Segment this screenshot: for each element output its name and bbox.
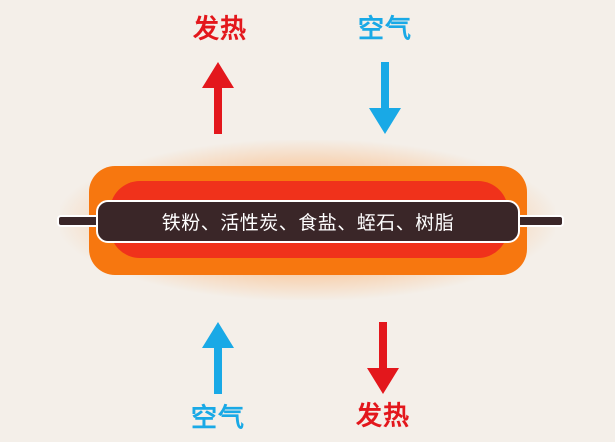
- top-air-label: 空气: [357, 14, 413, 45]
- heat-down-arrow-icon: [367, 322, 399, 394]
- air-up-arrow-icon: [202, 322, 234, 394]
- bottom-air-label: 空气: [190, 403, 246, 434]
- bottom-heat-label: 发热: [355, 401, 411, 432]
- ingredients-text: 铁粉、活性炭、食盐、蛭石、树脂: [161, 212, 455, 234]
- heat-up-arrow-icon: [202, 62, 234, 134]
- top-heat-label: 发热: [192, 14, 248, 45]
- ingredients-bar: 铁粉、活性炭、食盐、蛭石、树脂: [96, 200, 520, 243]
- air-down-arrow-icon: [369, 62, 401, 134]
